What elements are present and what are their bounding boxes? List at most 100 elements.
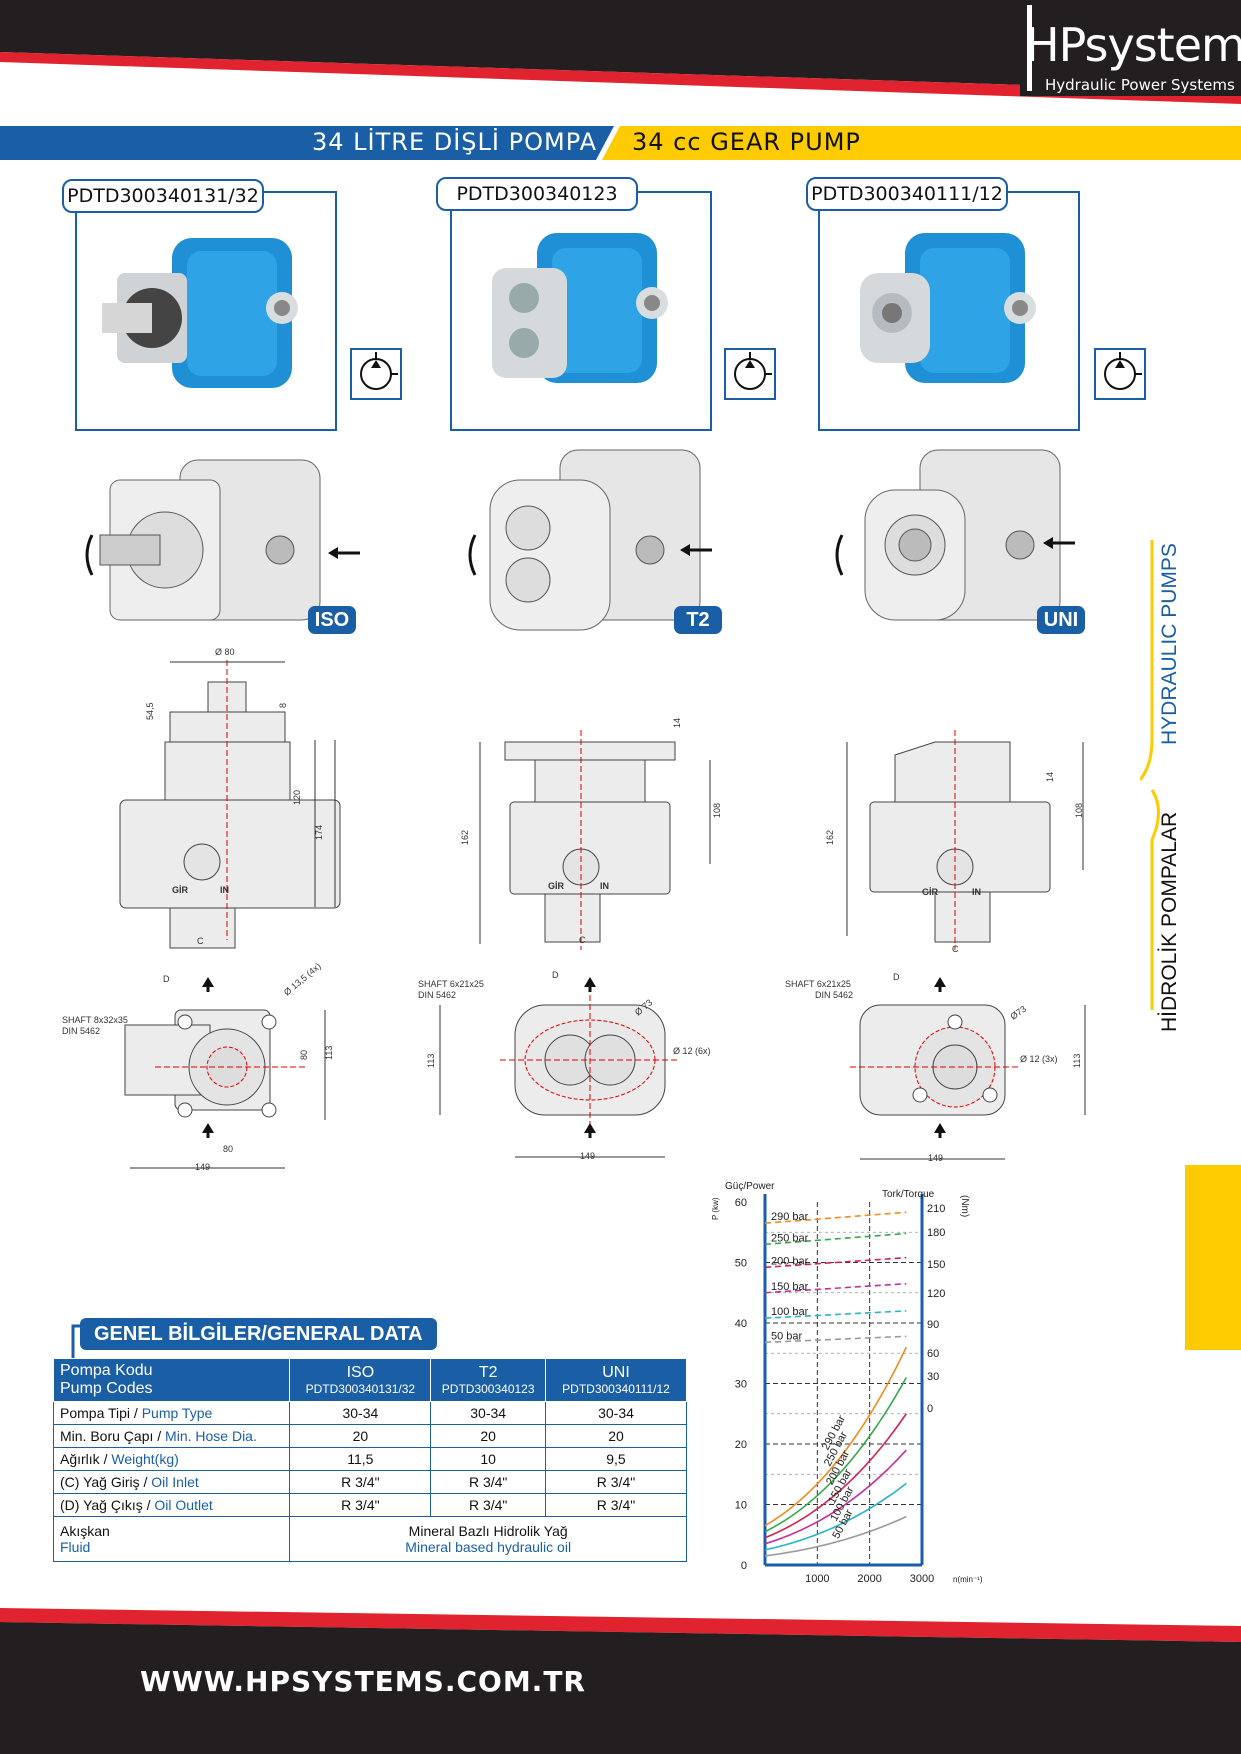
svg-text:Ø 12 (3x): Ø 12 (3x)	[1020, 1054, 1058, 1064]
torque-series-label: 50 bar	[771, 1330, 803, 1342]
svg-text:IN: IN	[972, 887, 981, 897]
svg-text:D: D	[552, 970, 559, 980]
svg-text:D: D	[893, 972, 900, 982]
svg-text:DIN 5462: DIN 5462	[62, 1026, 100, 1036]
y-tick-label: 30	[735, 1379, 747, 1391]
svg-text:GİR: GİR	[172, 885, 189, 895]
svg-text:DIN 5462: DIN 5462	[815, 990, 853, 1000]
pump-photo-t2-icon	[492, 233, 668, 383]
power-curve	[764, 1515, 907, 1557]
svg-text:GİR: GİR	[548, 881, 565, 891]
hydraulic-pump-symbol-icon	[360, 352, 398, 390]
svg-text:120: 120	[292, 790, 302, 805]
header-banner	[0, 0, 1241, 120]
torque-tick-label: 120	[927, 1288, 945, 1300]
svg-text:C: C	[579, 935, 586, 945]
footer-website-link[interactable]: WWW.HPSYSTEMS.COM.TR	[140, 1665, 586, 1698]
general-data-table: Pompa Kodu Pump Codes ISO PDTD300340131/…	[52, 1358, 688, 1562]
y-tick-label: 60	[735, 1197, 747, 1209]
product-code-uni: PDTD300340111/12	[806, 177, 1008, 211]
svg-text:C: C	[197, 936, 204, 946]
table-header-row: Pompa Kodu Pump Codes ISO PDTD300340131/…	[52, 1358, 688, 1402]
brand-tagline: Hydraulic Power Systems	[1045, 76, 1235, 94]
badge-t2: T2	[674, 606, 722, 634]
table-row: Pompa Tipi / Pump Type 30-34 30-34 30-34	[52, 1401, 688, 1425]
torque-curve	[764, 1282, 907, 1294]
product-code-t2: PDTD300340123	[436, 177, 638, 211]
footer-banner	[0, 1608, 1241, 1754]
torque-series-label: 250 bar	[771, 1232, 809, 1244]
svg-text:Ø 12 (6x): Ø 12 (6x)	[673, 1046, 711, 1056]
badge-uni: UNI	[1037, 606, 1085, 634]
power-curve	[764, 1377, 908, 1533]
x-tick-label: 2000	[857, 1573, 881, 1585]
tech-drawing-flange-uni: SHAFT 6x21x25 DIN 5462 D Ø73 Ø 12 (3x) 1…	[785, 972, 1086, 1163]
svg-text:IN: IN	[220, 885, 229, 895]
general-data-frame	[71, 1324, 81, 1360]
torque-curve	[764, 1211, 907, 1224]
header-col-uni: UNI PDTD300340111/12	[544, 1358, 688, 1402]
table-row: (D) Yağ Çıkış / Oil Outlet R 3/4" R 3/4"…	[52, 1493, 688, 1517]
rotation-arrow-icon	[468, 534, 477, 576]
svg-text:GİR: GİR	[922, 887, 939, 897]
torque-tick-label: 180	[927, 1227, 945, 1239]
right-axis-unit: (Nm)	[959, 1195, 970, 1217]
torque-series-label: 200 bar	[771, 1255, 809, 1267]
svg-text:C: C	[952, 944, 959, 954]
table-row: Min. Boru Çapı / Min. Hose Dia. 20 20 20	[52, 1424, 688, 1448]
torque-tick-label: 0	[927, 1403, 933, 1415]
svg-text:Ø 13,5 (4x): Ø 13,5 (4x)	[282, 961, 323, 998]
product-code-iso: PDTD300340131/32	[62, 179, 264, 213]
hydraulic-pump-symbol-icon	[734, 352, 772, 390]
svg-text:113: 113	[324, 1046, 334, 1060]
tech-drawing-front-t2: 14 108 162 GİR IN C	[460, 718, 722, 950]
svg-text:162: 162	[825, 830, 835, 845]
torque-tick-label: 90	[927, 1319, 939, 1331]
svg-text:54,5: 54,5	[145, 702, 155, 720]
y-tick-label: 50	[735, 1258, 747, 1270]
left-axis-unit: P (kw)	[711, 1197, 720, 1220]
svg-text:SHAFT 8x32x35: SHAFT 8x32x35	[62, 1015, 128, 1025]
header-col-t2: T2 PDTD300340123	[430, 1358, 546, 1402]
power-curve	[764, 1482, 907, 1551]
pump-photo-uni-icon	[860, 233, 1036, 383]
product-photo-iso	[75, 191, 337, 431]
torque-series-label: 290 bar	[771, 1211, 809, 1223]
svg-text:162: 162	[460, 830, 470, 845]
torque-tick-label: 150	[927, 1259, 945, 1271]
svg-text:8: 8	[278, 703, 288, 708]
tech-drawing-flange-t2: SHAFT 6x21x25 DIN 5462 D Ø 73 Ø 12 (6x) …	[418, 970, 711, 1161]
power-curve	[764, 1413, 907, 1539]
render-iso	[85, 459, 360, 621]
torque-curve	[764, 1256, 907, 1269]
right-axis-title: Tork/Torque	[882, 1189, 935, 1200]
svg-text:Ø73: Ø73	[1008, 1004, 1028, 1022]
svg-text:113: 113	[1072, 1054, 1082, 1068]
svg-text:149: 149	[195, 1162, 210, 1172]
tech-drawing-front-uni: 14 108 162 GİR IN C	[825, 730, 1084, 954]
svg-text:174: 174	[314, 825, 324, 840]
side-tab-decoration	[1140, 540, 1241, 1350]
y-tick-label: 20	[735, 1439, 747, 1451]
svg-text:SHAFT 6x21x25: SHAFT 6x21x25	[785, 979, 851, 989]
side-label-english: HYDRAULIC PUMPS	[1158, 543, 1181, 745]
x-tick-label: 3000	[910, 1573, 934, 1585]
table-row: (C) Yağ Giriş / Oil Inlet R 3/4" R 3/4" …	[52, 1470, 688, 1494]
torque-series-label: 100 bar	[771, 1306, 809, 1318]
svg-text:149: 149	[580, 1151, 595, 1161]
svg-text:113: 113	[426, 1054, 436, 1068]
x-tick-label: 1000	[805, 1573, 829, 1585]
power-curve	[764, 1449, 907, 1545]
side-label-turkish: HİDROLİK POMPALAR	[1158, 811, 1181, 1032]
brand-logo: HPsystems	[1025, 18, 1241, 72]
pump-symbol-t2	[724, 348, 776, 400]
tech-drawing-front-iso: Ø 80 54,5 8 120 174 GİR IN C	[119, 647, 341, 949]
render-t2	[468, 449, 712, 631]
x-axis-unit: n(min⁻¹)	[953, 1575, 983, 1584]
torque-curve	[764, 1232, 907, 1246]
general-data-title: GENEL BİLGİLER/GENERAL DATA	[80, 1318, 437, 1350]
header-pump-codes: Pompa Kodu Pump Codes	[52, 1358, 291, 1402]
svg-text:80: 80	[299, 1050, 309, 1060]
product-photo-t2	[450, 191, 712, 431]
